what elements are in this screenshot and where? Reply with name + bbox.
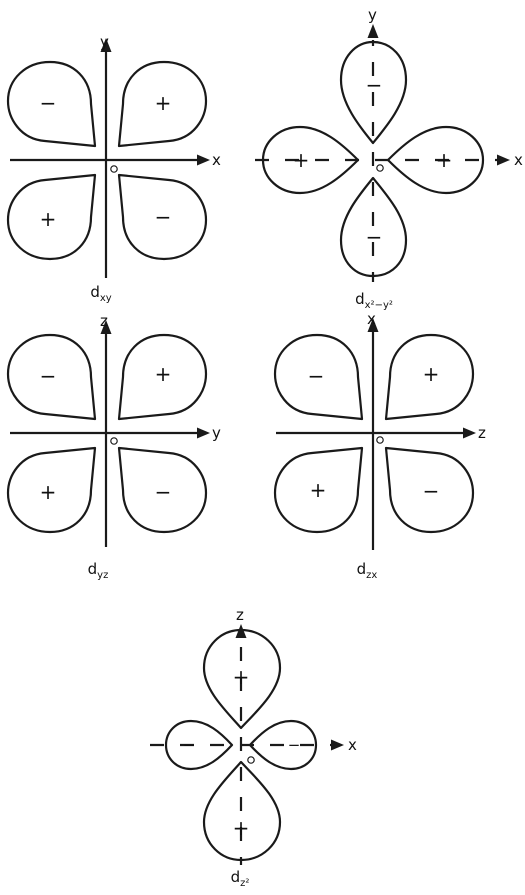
dx2y2-lobe-down	[339, 176, 408, 278]
dyz-origin	[110, 437, 118, 445]
dzx-lobe-upper-right	[384, 333, 475, 421]
dz2-x-label: x	[348, 736, 357, 754]
dx2y2-lobe-left	[261, 125, 360, 195]
dyz-y-label: y	[212, 424, 221, 442]
dzx-z-arrow	[463, 427, 476, 439]
dx2y2-sign-right: +	[436, 148, 453, 172]
orbital-dxy: x y − + + − dxy	[6, 33, 221, 304]
dz2-lobe-up	[202, 628, 282, 730]
orbital-dx2y2: x y − − + + dx²−y²	[255, 6, 523, 311]
dz2-sign-down: +	[233, 816, 250, 840]
dxy-x-arrow	[197, 154, 210, 166]
dz2-z-label: z	[236, 606, 244, 624]
dzx-caption: dzx	[357, 560, 378, 581]
dzx-sign-lower-left: +	[310, 478, 327, 502]
dyz-z-label: z	[100, 312, 108, 330]
dxy-sign-lower-right: −	[155, 205, 172, 229]
orbital-dyz: y z − + + − dyz	[6, 312, 221, 581]
dz2-lobe-down	[202, 760, 282, 862]
dzx-x-arrow	[367, 318, 379, 332]
dz2-lobe-left	[164, 719, 234, 771]
dxy-caption: dxy	[90, 283, 111, 304]
dz2-x-arrow	[331, 739, 344, 751]
dx2y2-lobe-right	[386, 125, 485, 195]
dyz-sign-upper-right: +	[155, 362, 172, 386]
dzx-origin	[376, 436, 384, 444]
dz2-sign-up: +	[233, 665, 250, 689]
dzx-lobe-lower-right	[384, 446, 475, 534]
dyz-lobe-lower-right	[117, 446, 208, 534]
dxy-y-label: y	[100, 33, 109, 51]
dx2y2-sign-up: −	[366, 73, 383, 97]
dx2y2-y-label: y	[368, 6, 377, 24]
dxy-lobe-upper-left	[6, 60, 97, 148]
dxy-sign-upper-right: +	[155, 91, 172, 115]
dyz-lobe-upper-right	[117, 333, 208, 421]
dx2y2-x-label: x	[514, 151, 523, 169]
dxy-sign-upper-left: −	[40, 91, 57, 115]
dz2-origin	[247, 756, 255, 764]
dxy-lobe-upper-right	[117, 60, 208, 148]
dzx-sign-upper-right: +	[423, 362, 440, 386]
orbital-dz2: x z + + − − dz²	[150, 606, 357, 889]
dyz-sign-upper-left: −	[40, 364, 57, 388]
dxy-lobe-lower-right	[117, 173, 208, 261]
dyz-sign-lower-right: −	[155, 480, 172, 504]
dzx-lobe-lower-left	[273, 446, 364, 534]
dxy-lobe-lower-left	[6, 173, 97, 261]
dx2y2-origin	[376, 164, 384, 172]
dyz-lobe-upper-left	[6, 333, 97, 421]
dz2-sign-right: −	[288, 736, 301, 754]
dx2y2-lobe-up	[339, 40, 408, 145]
dyz-caption: dyz	[88, 560, 109, 581]
dxy-x-label: x	[212, 151, 221, 169]
dxy-sign-lower-left: +	[40, 207, 57, 231]
dx2y2-sign-down: −	[366, 225, 383, 249]
dx2y2-x-arrow	[497, 154, 510, 166]
dzx-x-label: x	[367, 310, 376, 328]
dzx-lobe-upper-left	[273, 333, 364, 421]
dx2y2-y-arrow	[367, 24, 379, 38]
dyz-z-arrow	[100, 320, 112, 334]
dzx-sign-upper-left: −	[308, 364, 325, 388]
dzx-sign-lower-right: −	[423, 479, 440, 503]
dz2-lobe-right	[248, 719, 318, 771]
dz2-caption: dz²	[231, 868, 250, 889]
dx2y2-caption: dx²−y²	[355, 290, 393, 311]
dxy-origin	[110, 165, 118, 173]
orbital-dzx: z x − + + − dzx	[273, 310, 486, 581]
dx2y2-sign-left: +	[293, 148, 310, 172]
dyz-lobe-lower-left	[6, 446, 97, 534]
dyz-y-arrow	[197, 427, 210, 439]
dzx-z-label: z	[478, 424, 486, 442]
dxy-y-arrow	[100, 38, 112, 52]
dyz-sign-lower-left: +	[40, 480, 57, 504]
dz2-sign-left: −	[183, 736, 196, 754]
